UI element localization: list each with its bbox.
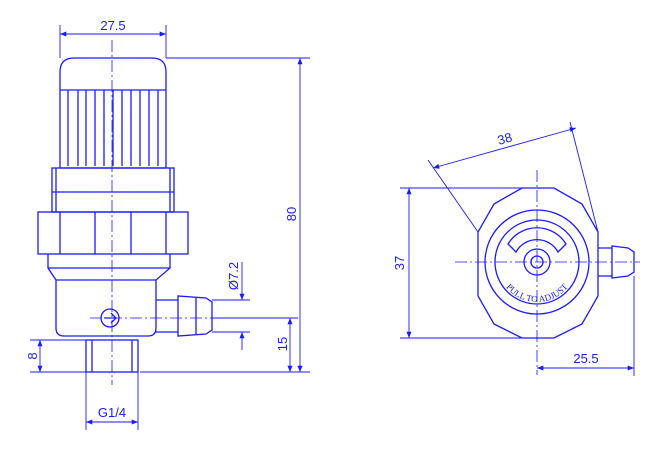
neck [51,167,175,213]
top-view [477,187,635,339]
hose-barb [156,295,213,337]
front-view [37,57,213,373]
dim-body-height: 37 [392,256,407,270]
side-hose-barb [598,245,635,279]
top-centerlines [455,170,640,375]
dim-hose-offset: 25.5 [573,351,598,366]
dim-across-flats: 38 [496,129,514,147]
lower-body [47,254,171,337]
lock-nut [37,211,189,255]
top-dimensions [400,121,635,376]
dim-width-top: 27.5 [100,18,125,33]
dim-hose-diameter: Ø7.2 [226,262,241,290]
knob-cap [59,57,167,168]
indicator-window [507,227,567,254]
dim-thread: G1/4 [98,405,126,420]
front-centerlines [90,40,230,385]
dim-hose-height: 15 [275,337,290,351]
dim-thread-length: 8 [25,352,40,359]
dim-height-total: 80 [284,207,299,221]
knob-ribs [67,90,159,166]
front-dimensions [30,25,310,430]
